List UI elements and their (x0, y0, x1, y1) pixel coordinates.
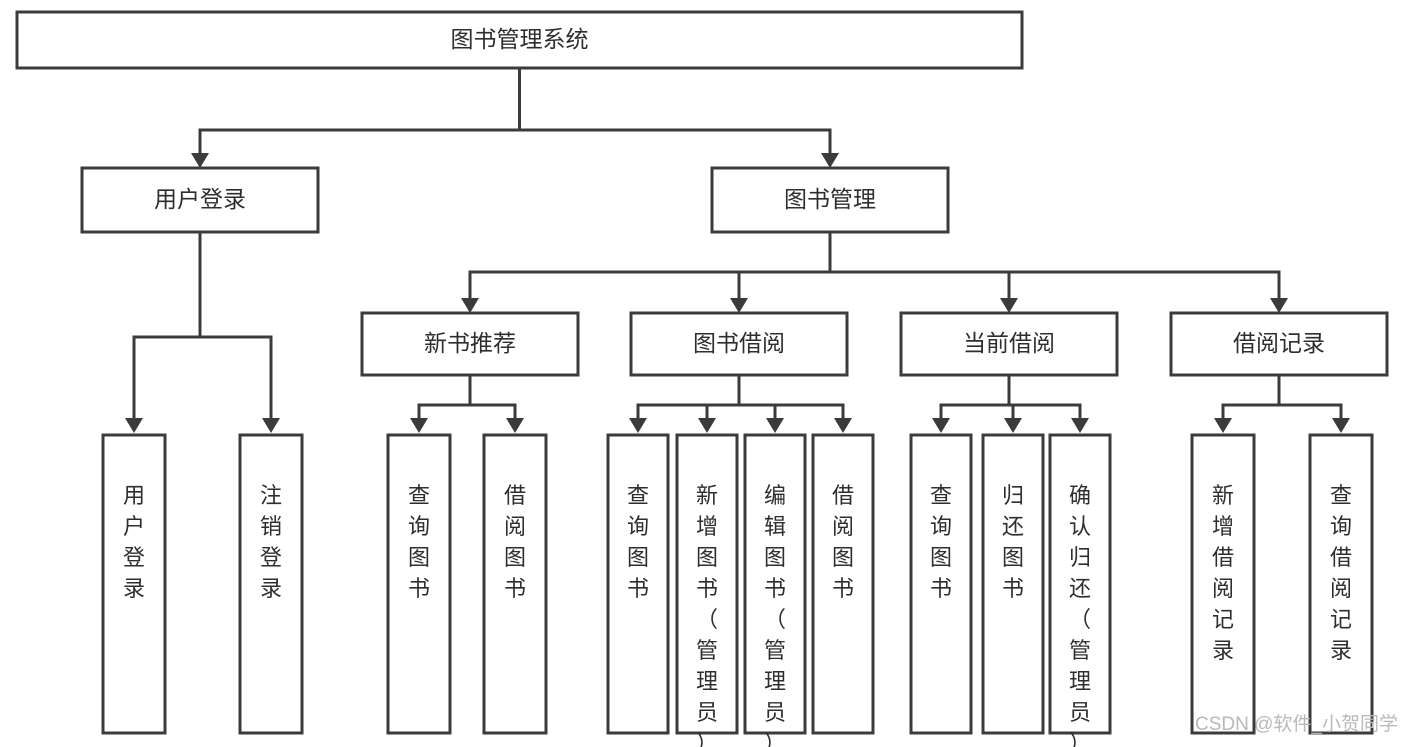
node-box[interactable] (482, 433, 548, 735)
node-level1-1[interactable]: 图书管理 (710, 166, 950, 234)
arrow-head (1332, 418, 1350, 433)
csdn-watermark: CSDN @软件_小贺同学 (1195, 713, 1398, 735)
node-label: 新增借阅记录 (1212, 483, 1234, 663)
node-level2-2[interactable]: 当前借阅 (899, 311, 1119, 377)
node-leaf-5[interactable]: 新增图书（管理员） (675, 433, 739, 747)
arrow-head (932, 418, 950, 433)
node-label: 归还图书 (1002, 483, 1024, 601)
node-label: 图书管理系统 (451, 26, 589, 52)
node-box[interactable] (1308, 433, 1374, 735)
node-box[interactable] (386, 433, 452, 735)
node-leaf-3[interactable]: 借阅图书 (482, 433, 548, 735)
node-leaf-8[interactable]: 查询图书 (909, 433, 973, 735)
node-box[interactable] (606, 433, 670, 735)
node-box[interactable] (675, 433, 739, 735)
arrow-head (766, 418, 784, 433)
node-box[interactable] (360, 311, 580, 377)
node-label: 注销登录 (260, 483, 282, 601)
node-box[interactable] (629, 311, 849, 377)
arrow-head (698, 418, 716, 433)
node-box[interactable] (80, 166, 320, 234)
node-label: 编辑图书（管理员） (764, 483, 786, 747)
node-label: 图书管理 (784, 186, 876, 212)
arrow-head (629, 418, 647, 433)
arrow-head (1000, 298, 1018, 313)
node-box[interactable] (981, 433, 1045, 735)
node-leaf-10[interactable]: 确认归还（管理员） (1048, 433, 1112, 747)
node-label: 图书借阅 (693, 330, 785, 356)
node-label: 当前借阅 (963, 330, 1055, 356)
node-leaf-0[interactable]: 用户登录 (101, 433, 167, 735)
node-leaf-6[interactable]: 编辑图书（管理员） (743, 433, 807, 747)
node-box[interactable] (1048, 433, 1112, 735)
node-leaf-12[interactable]: 查询借阅记录 (1308, 433, 1374, 735)
node-label: 借阅记录 (1233, 330, 1325, 356)
node-level2-1[interactable]: 图书借阅 (629, 311, 849, 377)
arrow-head (506, 418, 524, 433)
node-box[interactable] (101, 433, 167, 735)
node-label: 用户登录 (154, 186, 246, 212)
node-label: 借阅图书 (832, 483, 854, 601)
node-level2-0[interactable]: 新书推荐 (360, 311, 580, 377)
node-label: 借阅图书 (504, 483, 526, 601)
node-level2-3[interactable]: 借阅记录 (1169, 311, 1389, 377)
connector-layer (125, 66, 1350, 433)
node-box[interactable] (710, 166, 950, 234)
node-box[interactable] (899, 311, 1119, 377)
node-leaf-2[interactable]: 查询图书 (386, 433, 452, 735)
arrow-head (191, 153, 209, 168)
arrow-head (1071, 418, 1089, 433)
arrow-head (730, 298, 748, 313)
node-box[interactable] (909, 433, 973, 735)
node-label: 查询借阅记录 (1330, 483, 1352, 663)
arrow-head (1214, 418, 1232, 433)
arrow-head (410, 418, 428, 433)
arrow-head (834, 418, 852, 433)
node-leaf-9[interactable]: 归还图书 (981, 433, 1045, 735)
arrow-head (1004, 418, 1022, 433)
node-leaf-1[interactable]: 注销登录 (238, 433, 304, 735)
node-box[interactable] (811, 433, 875, 735)
node-label: 用户登录 (123, 483, 145, 601)
node-root-0[interactable]: 图书管理系统 (15, 10, 1024, 70)
node-box[interactable] (1169, 311, 1389, 377)
node-label: 新增图书（管理员） (696, 483, 718, 747)
node-leaf-4[interactable]: 查询图书 (606, 433, 670, 735)
node-box[interactable] (238, 433, 304, 735)
node-box[interactable] (743, 433, 807, 735)
node-box[interactable] (15, 10, 1024, 70)
node-leaf-7[interactable]: 借阅图书 (811, 433, 875, 735)
node-leaf-11[interactable]: 新增借阅记录 (1190, 433, 1256, 735)
arrow-head (461, 298, 479, 313)
node-label: 查询图书 (627, 483, 649, 601)
node-label: 查询图书 (408, 483, 430, 601)
arrow-head (821, 153, 839, 168)
arrow-head (262, 418, 280, 433)
node-level1-0[interactable]: 用户登录 (80, 166, 320, 234)
arrow-head (125, 418, 143, 433)
node-label: 确认归还（管理员） (1069, 483, 1091, 747)
node-label: 查询图书 (930, 483, 952, 601)
node-box[interactable] (1190, 433, 1256, 735)
node-layer: 图书管理系统用户登录图书管理新书推荐图书借阅当前借阅借阅记录用户登录注销登录查询… (15, 10, 1389, 747)
node-label: 新书推荐 (424, 330, 516, 356)
arrow-head (1270, 298, 1288, 313)
